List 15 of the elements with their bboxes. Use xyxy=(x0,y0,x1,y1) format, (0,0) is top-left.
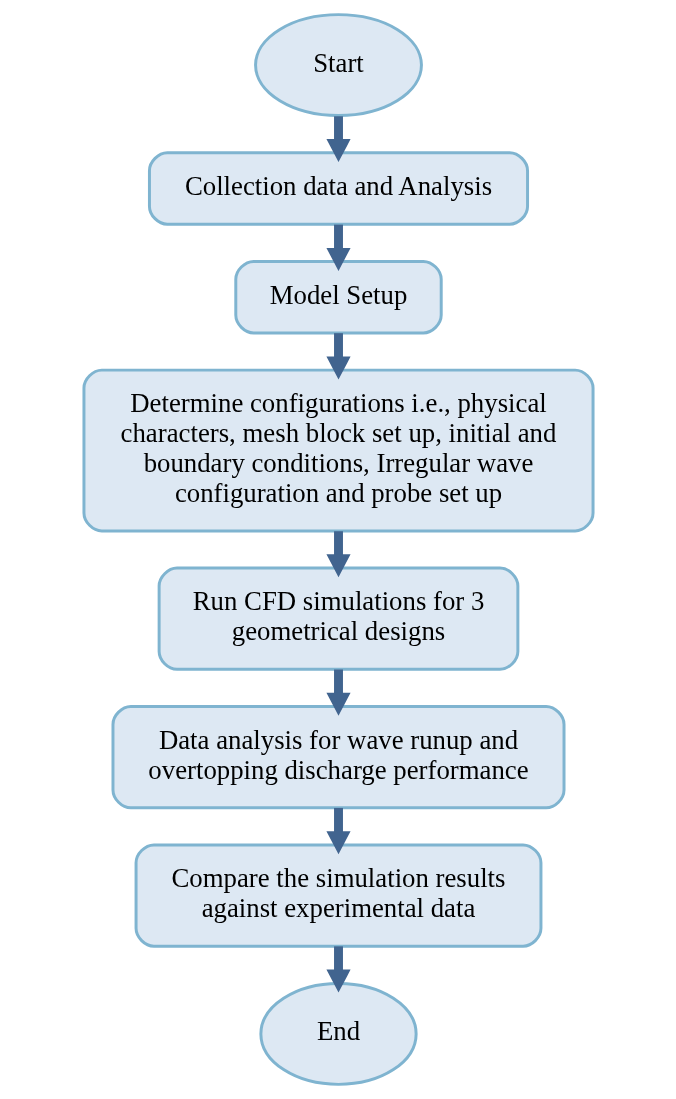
node-ellipse: End xyxy=(258,982,418,1086)
arrow xyxy=(325,669,351,716)
node-box: Determine configurations i.e., physical characters, mesh block set up, initial and boundary conditions, Irregular wave configuration and probe set up xyxy=(81,368,595,533)
node-box: Collection data and Analysis xyxy=(147,151,529,226)
arrow xyxy=(325,531,351,578)
node-box: Run CFD simulations for 3 geometrical designs xyxy=(157,566,519,671)
arrow xyxy=(325,807,351,855)
arrow xyxy=(325,116,351,163)
arrow xyxy=(325,224,351,271)
node-box: Compare the simulation results against experimental data xyxy=(134,843,542,948)
node-box: Data analysis for wave runup and overtopping discharge performance xyxy=(111,705,565,810)
arrow xyxy=(325,333,351,380)
node-ellipse: Start xyxy=(253,13,423,117)
arrow xyxy=(325,946,351,993)
node-box: Model Setup xyxy=(233,259,443,335)
